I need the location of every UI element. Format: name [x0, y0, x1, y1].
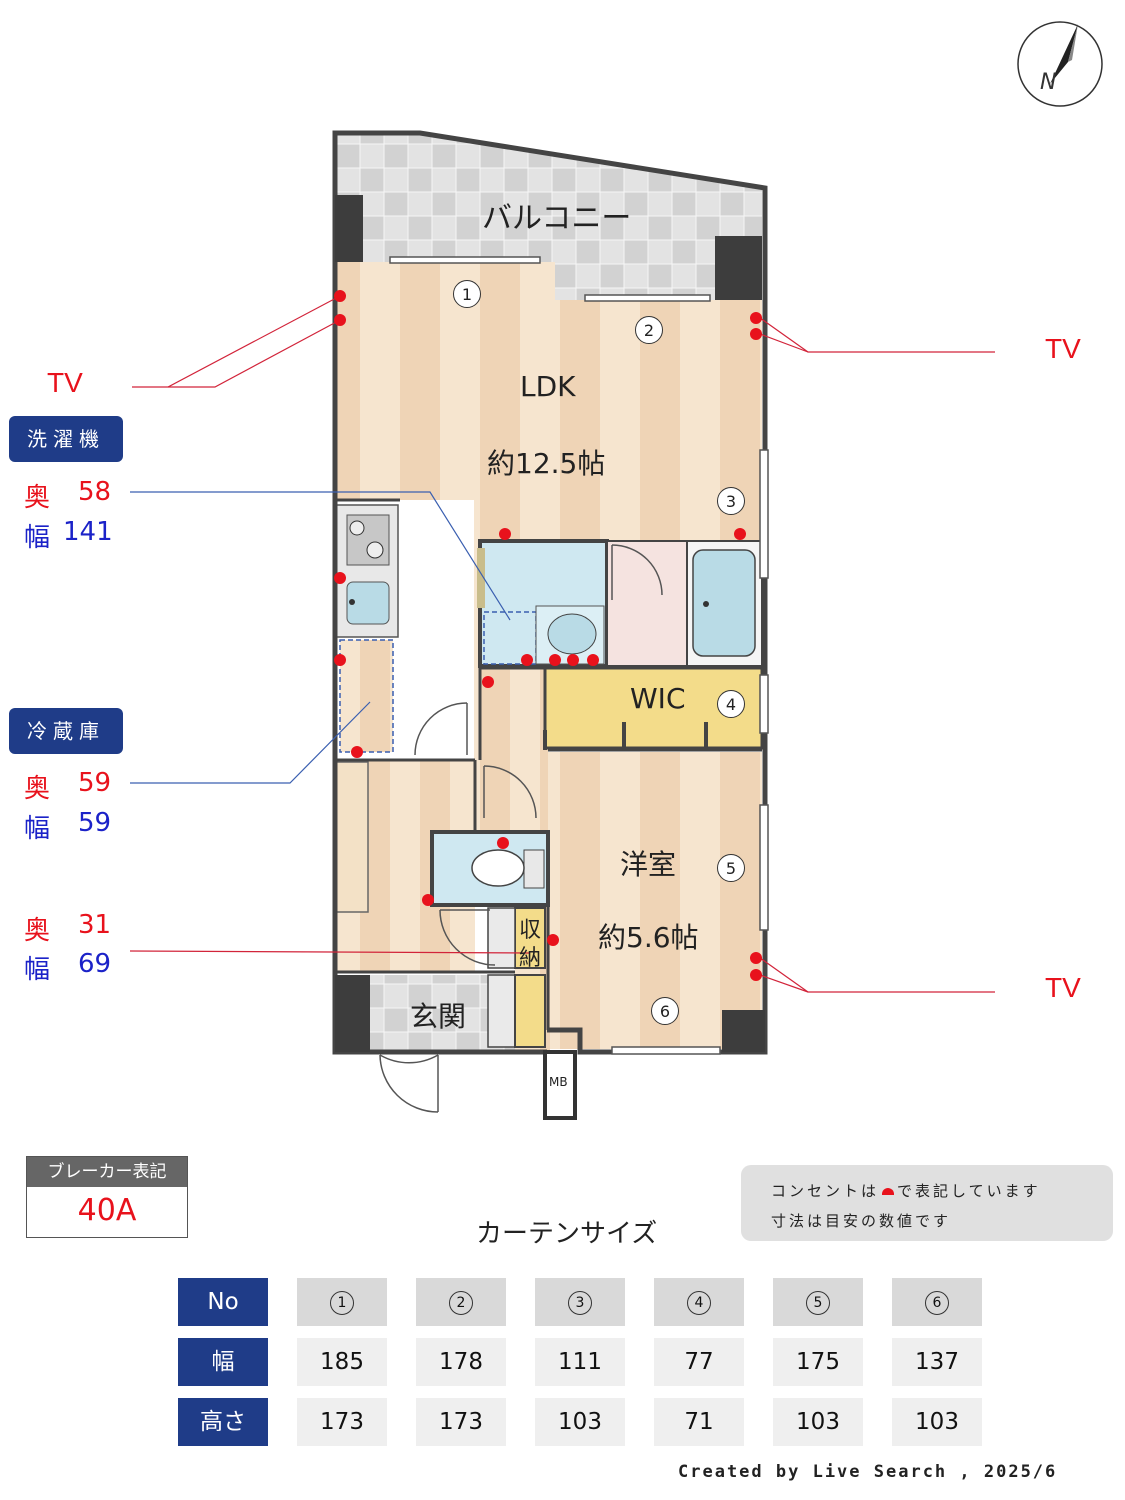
western-room-size-label: 約5.6帖 — [598, 921, 699, 954]
tv-label-right-bottom: TV — [1045, 972, 1081, 1003]
curtain-no-4: 4 — [654, 1278, 744, 1326]
curtain-no-6-text: 6 — [925, 1290, 949, 1315]
curtain-height-4: 71 — [654, 1398, 744, 1446]
curtain-height-5: 103 — [773, 1398, 863, 1446]
breaker-value: 40A — [77, 1193, 137, 1228]
ldk-floor — [335, 262, 762, 760]
curtain-no-2: 2 — [416, 1278, 506, 1326]
fridge-width-label: 幅 — [24, 814, 51, 844]
storage-label-top: 収 — [519, 918, 542, 943]
washer-width-label: 幅 — [24, 523, 51, 553]
curtain-width-1: 185 — [297, 1338, 387, 1386]
wic-label: WIC — [630, 682, 686, 715]
curtain-title: カーテンサイズ — [476, 1219, 658, 1249]
compass-north-label: N — [1040, 70, 1057, 95]
curtain-no-4-text: 4 — [687, 1290, 711, 1315]
notes-line-1-pre: コンセントは — [771, 1182, 880, 1200]
curtain-no-1-text: 1 — [330, 1290, 354, 1315]
balcony-label: バルコニー — [482, 201, 632, 236]
mb-label: MB — [549, 1075, 568, 1089]
curtain-header-height: 高さ — [178, 1398, 268, 1446]
tv-label-left: TV — [47, 367, 83, 398]
window-number-3: 3 — [717, 487, 745, 515]
curtain-no-2-text: 2 — [449, 1290, 473, 1315]
entrance-label: 玄関 — [410, 1000, 467, 1033]
window-number-4: 4 — [717, 690, 745, 718]
fridge-depth-label: 奥 — [24, 774, 51, 804]
curtain-width-5: 175 — [773, 1338, 863, 1386]
curtain-no-5-text: 5 — [806, 1290, 830, 1315]
washer-width-value: 141 — [63, 517, 113, 547]
curtain-width-4: 77 — [654, 1338, 744, 1386]
window-number-5: 5 — [717, 854, 745, 882]
curtain-header-no: No — [178, 1278, 268, 1326]
curtain-header-width: 幅 — [178, 1338, 268, 1386]
curtain-height-2: 173 — [416, 1398, 506, 1446]
window-number-1: 1 — [453, 280, 481, 308]
ldk-label: LDK — [520, 370, 576, 403]
curtain-height-6: 103 — [892, 1398, 982, 1446]
washer-depth-value: 58 — [78, 477, 112, 507]
curtain-no-3: 3 — [535, 1278, 625, 1326]
fridge-width-value: 59 — [78, 808, 112, 838]
breaker-box: ブレーカー表記 40A — [26, 1156, 188, 1238]
notes-line-1: コンセントはで表記しています — [771, 1180, 1041, 1201]
notes-line-2: 寸法は目安の数値です — [771, 1212, 952, 1230]
compass-icon — [1017, 21, 1103, 107]
curtain-no-5: 5 — [773, 1278, 863, 1326]
fridge-depth-value: 59 — [78, 768, 112, 798]
storage-depth-label: 奥 — [24, 916, 51, 946]
washer-depth-label: 奥 — [24, 483, 51, 513]
storage-depth-value: 31 — [78, 910, 112, 940]
breaker-label: ブレーカー表記 — [27, 1157, 187, 1187]
notes-line-1-post: で表記しています — [897, 1182, 1041, 1200]
storage-label-bottom: 納 — [519, 946, 542, 971]
curtain-no-6: 6 — [892, 1278, 982, 1326]
storage-width-label: 幅 — [24, 955, 51, 985]
notes-box: コンセントはで表記しています 寸法は目安の数値です — [741, 1165, 1113, 1241]
curtain-no-1: 1 — [297, 1278, 387, 1326]
tv-label-right-top: TV — [1045, 333, 1081, 364]
outlet-symbol-icon — [882, 1188, 895, 1195]
fridge-badge: 冷蔵庫 — [9, 708, 123, 754]
washer-badge: 洗濯機 — [9, 416, 123, 462]
curtain-no-3-text: 3 — [568, 1290, 592, 1315]
curtain-height-3: 103 — [535, 1398, 625, 1446]
curtain-width-3: 111 — [535, 1338, 625, 1386]
window-number-6: 6 — [651, 997, 679, 1025]
storage-width-value: 69 — [78, 949, 112, 979]
western-room-label: 洋室 — [620, 848, 677, 881]
curtain-width-6: 137 — [892, 1338, 982, 1386]
credit-line: Created by Live Search , 2025/6 — [678, 1462, 1058, 1482]
ldk-size-label: 約12.5帖 — [487, 447, 606, 480]
curtain-height-1: 173 — [297, 1398, 387, 1446]
curtain-width-2: 178 — [416, 1338, 506, 1386]
window-number-2: 2 — [635, 316, 663, 344]
